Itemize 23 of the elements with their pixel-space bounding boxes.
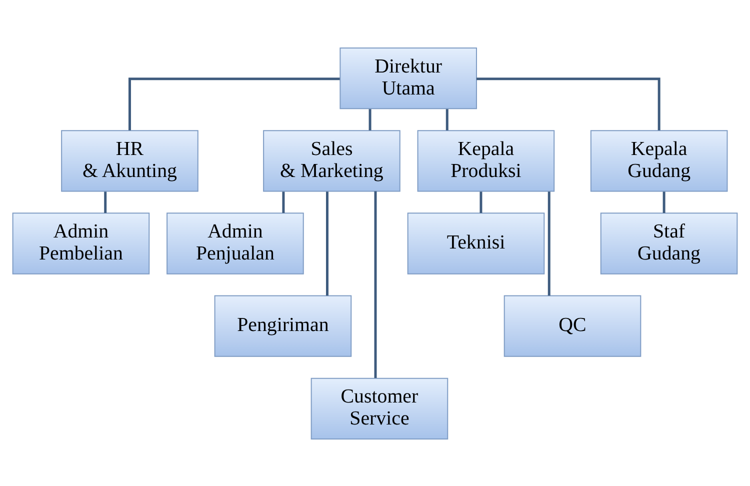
node-box: Admin Penjualan [166,212,304,274]
connector [374,190,377,378]
node-box: Kepala Gudang [590,130,728,192]
connector [476,77,660,130]
connector [548,191,550,296]
connector [662,191,666,212]
node-box: Direktur Utama [340,46,477,109]
connector [282,191,285,212]
connector [446,108,448,130]
node-box: Pengiriman [214,294,352,356]
connector [128,77,340,130]
node-box: QC [504,294,642,356]
node-box: Staf Gudang [600,212,738,274]
connector [104,191,107,212]
node-box: HR & Akunting [61,130,198,192]
node-box: Teknisi [407,212,545,274]
connector [480,191,482,212]
node-box: Admin Pembelian [12,212,150,274]
connector [326,191,328,296]
connector [368,108,372,130]
node-box: Customer Service [310,377,448,440]
node-box: Sales & Marketing [263,130,400,192]
node-box: Kepala Produksi [417,130,555,192]
